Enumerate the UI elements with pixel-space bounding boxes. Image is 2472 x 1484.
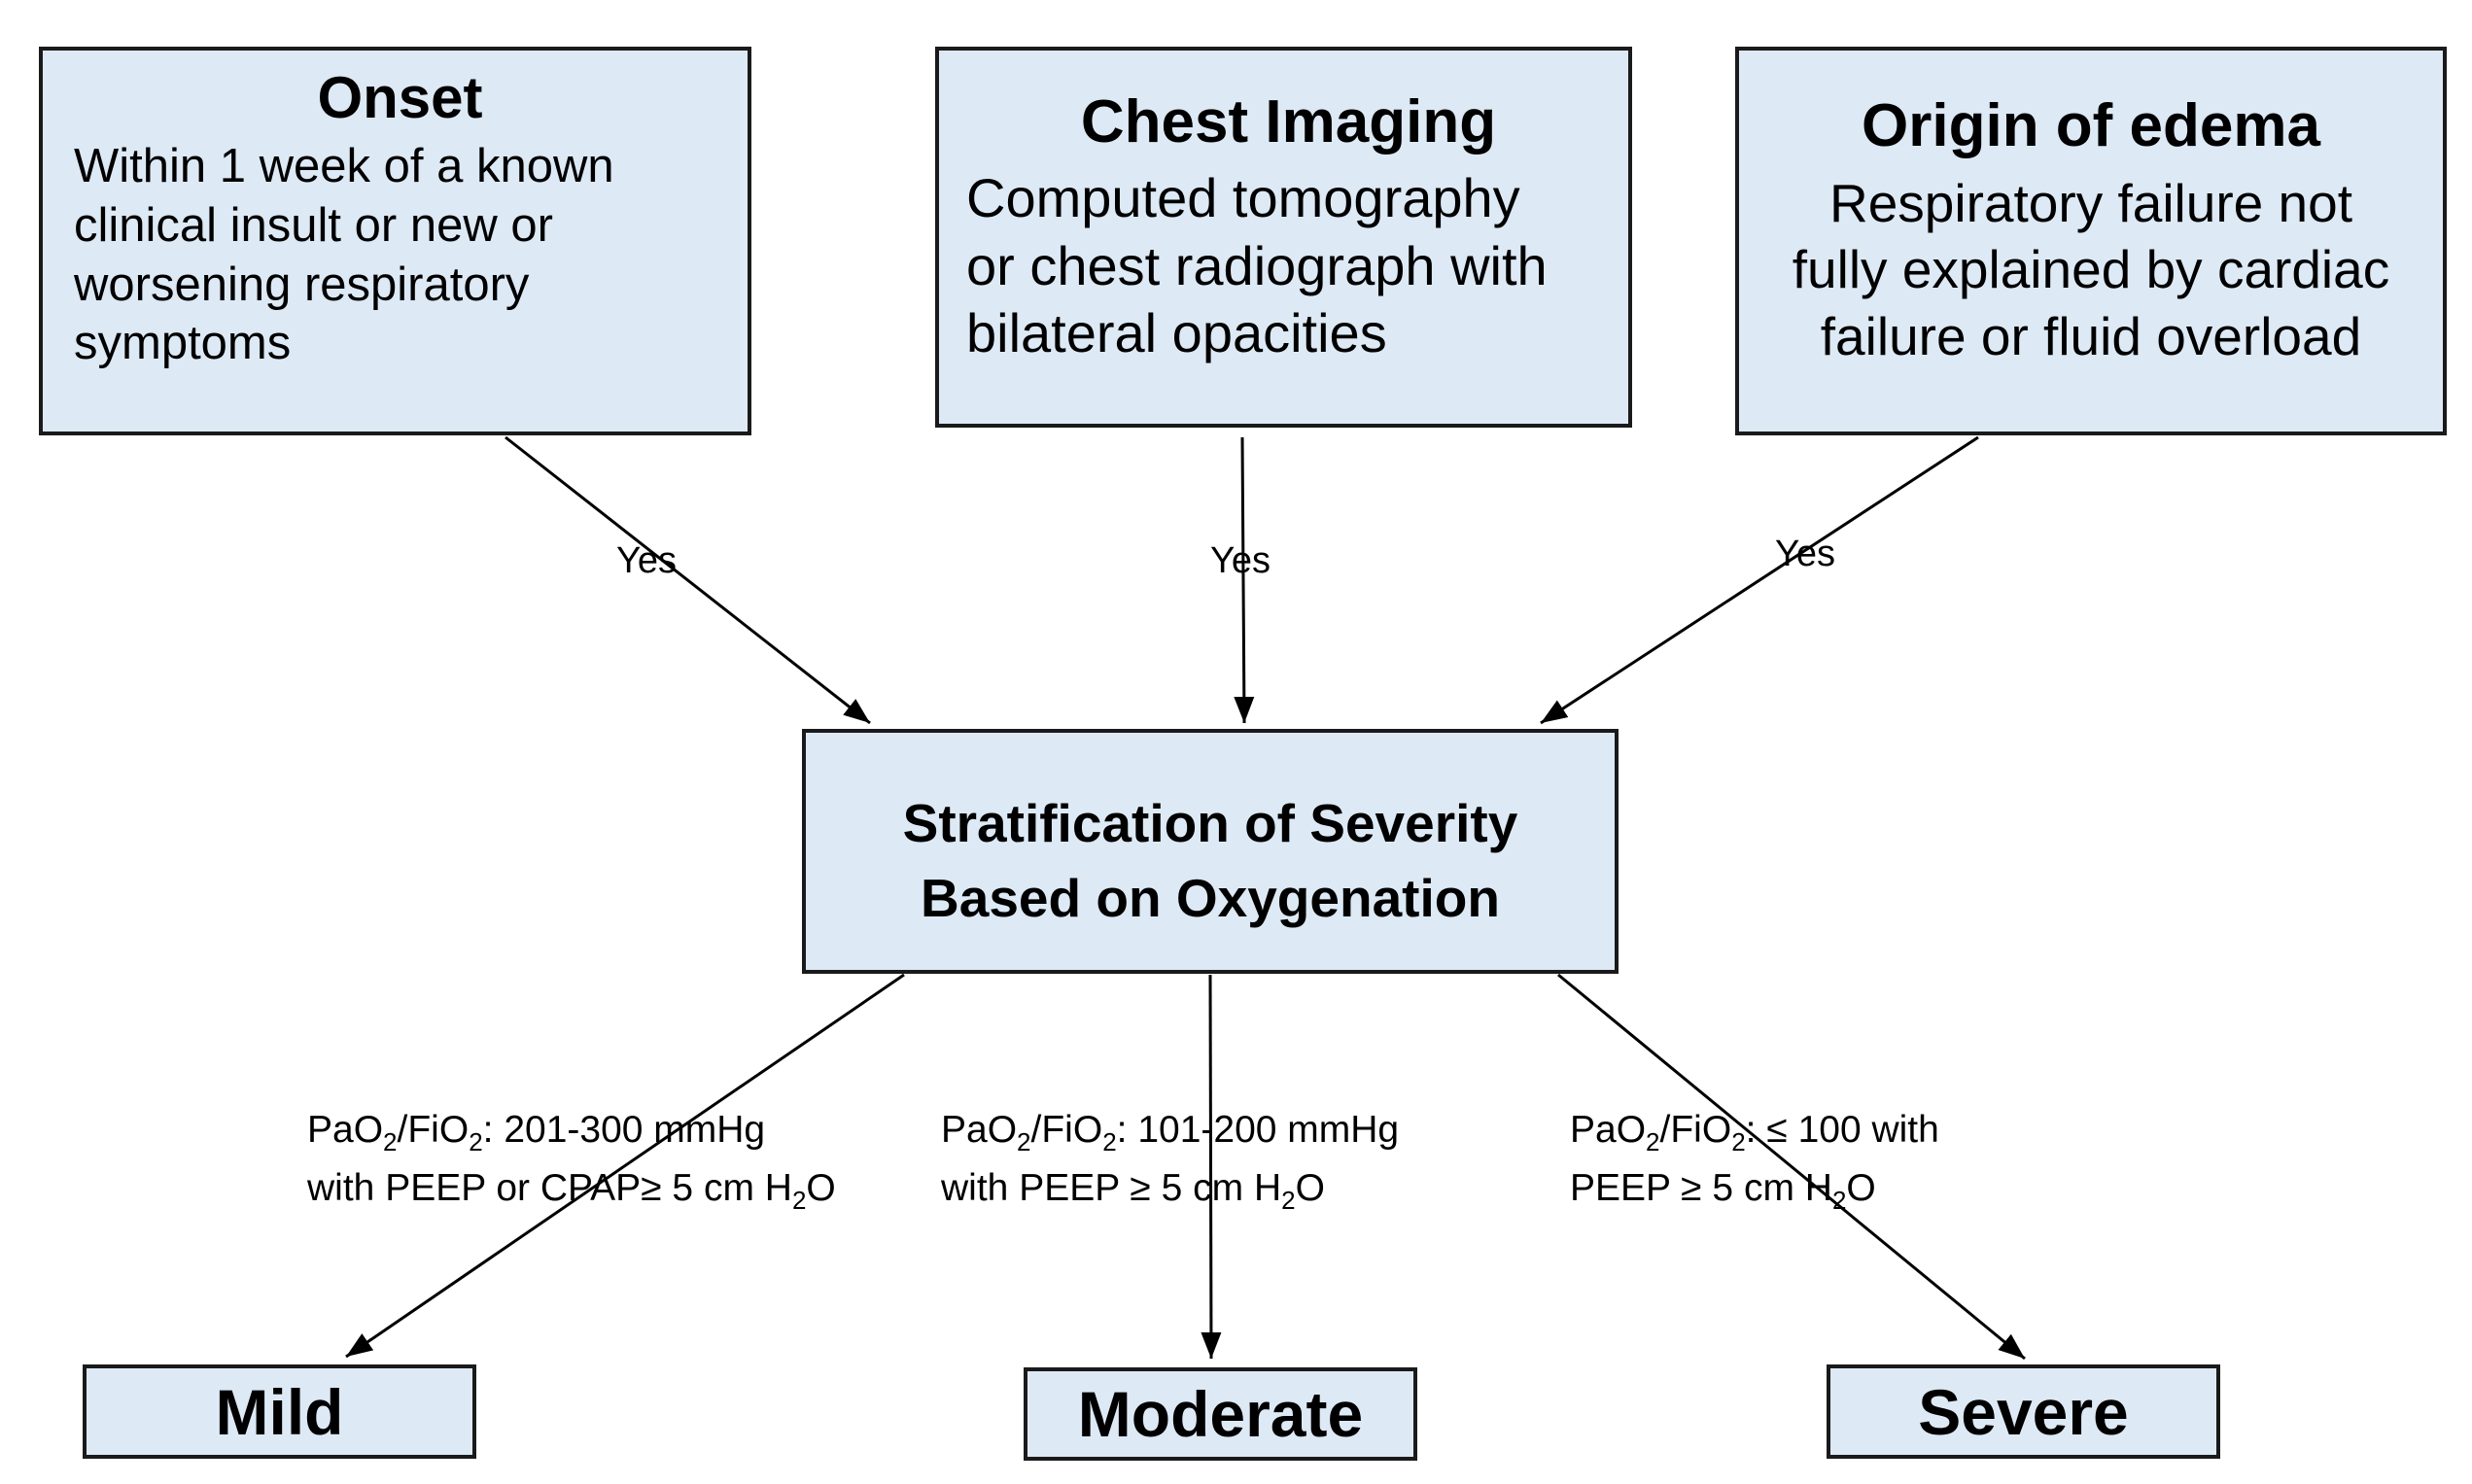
mild-ratio-suffix: : 201-300 mmHg [482, 1109, 766, 1151]
onset-line-1: Within 1 week of a known [74, 140, 614, 192]
severe-ratio-sub-1: 2 [1646, 1126, 1660, 1156]
moderate-peep-line: with PEEP ≥ 5 cm H2O [941, 1159, 1399, 1218]
severe-peep-line: PEEP ≥ 5 cm H2O [1570, 1159, 1939, 1218]
onset-line-2: clinical insult or new or [74, 198, 553, 252]
moderate-peep-sub: 2 [1281, 1185, 1296, 1215]
mild-ratio-mid: /FiO [397, 1109, 470, 1151]
edema-origin-line-1: Respiratory failure not [1828, 173, 2353, 234]
mild-peep-sub: 2 [791, 1185, 807, 1215]
severe-peep-prefix: PEEP ≥ 5 cm H [1570, 1167, 1832, 1209]
moderate-ratio-mid: /FiO [1030, 1109, 1103, 1151]
chest-imaging-box: Chest Imaging Computed tomography or che… [935, 47, 1632, 428]
stratification-line-1: Stratification of Severity [902, 793, 1518, 853]
mild-peep-suffix: O [806, 1167, 836, 1209]
severe-result-label: Severe [1918, 1375, 2129, 1448]
moderate-result-box: Moderate [1024, 1367, 1417, 1461]
stratification-line-2: Based on Oxygenation [921, 868, 1500, 928]
arrow-stratification-to-severe [1557, 973, 2026, 1361]
severe-ratio-mid: /FiO [1659, 1109, 1732, 1151]
severe-ratio-suffix: : ≤ 100 with [1745, 1109, 1939, 1151]
chest-imaging-line-1: Computed tomography [966, 167, 1520, 229]
mild-ratio-sub-2: 2 [469, 1126, 483, 1156]
arrow-imaging-to-stratification [1234, 436, 1255, 724]
edema-origin-box: Origin of edema Respiratory failure not … [1735, 47, 2447, 435]
moderate-ratio-sub-2: 2 [1102, 1126, 1117, 1156]
moderate-peep-prefix: with PEEP ≥ 5 cm H [941, 1167, 1282, 1209]
severe-ratio-prefix: PaO [1570, 1109, 1647, 1151]
yes-label-edema: Yes [1775, 534, 1835, 574]
arrow-onset-to-stratification [505, 435, 871, 725]
mild-ratio-line: PaO2/FiO2: 201-300 mmHg [307, 1101, 836, 1159]
mild-result-label: Mild [215, 1375, 344, 1448]
arrow-edema-to-stratification [1540, 435, 1979, 725]
edema-origin-title: Origin of edema [1862, 92, 2320, 159]
arrow-stratification-to-moderate [1201, 974, 1222, 1360]
edema-origin-line-3: failure or fluid overload [1820, 305, 2362, 366]
severe-ratio-sub-2: 2 [1731, 1126, 1746, 1156]
chest-imaging-line-2: or chest radiograph with [966, 234, 1548, 296]
severe-peep-suffix: O [1846, 1167, 1876, 1209]
moderate-ratio-sub-1: 2 [1017, 1126, 1031, 1156]
moderate-peep-suffix: O [1295, 1167, 1325, 1209]
mild-result-box: Mild [83, 1364, 476, 1459]
mild-ratio-sub-1: 2 [383, 1126, 398, 1156]
onset-line-3: worsening respiratory [74, 258, 530, 311]
onset-title: Onset [317, 65, 483, 130]
yes-label-onset: Yes [616, 540, 677, 581]
severe-criteria: PaO2/FiO2: ≤ 100 with PEEP ≥ 5 cm H2O [1570, 1101, 1939, 1218]
moderate-result-label: Moderate [1077, 1378, 1364, 1450]
mild-ratio-prefix: PaO [307, 1109, 384, 1151]
moderate-ratio-prefix: PaO [941, 1109, 1018, 1151]
severe-result-box: Severe [1827, 1364, 2220, 1459]
arrow-stratification-to-mild [345, 973, 905, 1359]
moderate-ratio-suffix: : 101-200 mmHg [1116, 1109, 1400, 1151]
edema-origin-line-2: fully explained by cardiac [1792, 239, 2390, 300]
moderate-ratio-line: PaO2/FiO2: 101-200 mmHg [941, 1101, 1399, 1159]
severe-ratio-line: PaO2/FiO2: ≤ 100 with [1570, 1101, 1939, 1159]
moderate-criteria: PaO2/FiO2: 101-200 mmHg with PEEP ≥ 5 cm… [941, 1101, 1399, 1218]
chest-imaging-line-3: bilateral opacities [966, 302, 1387, 364]
severe-peep-sub: 2 [1831, 1185, 1847, 1215]
mild-criteria: PaO2/FiO2: 201-300 mmHg with PEEP or CPA… [307, 1101, 836, 1218]
yes-label-imaging: Yes [1210, 540, 1271, 581]
mild-peep-line: with PEEP or CPAP≥ 5 cm H2O [307, 1159, 836, 1218]
chest-imaging-title: Chest Imaging [1080, 88, 1497, 155]
mild-peep-prefix: with PEEP or CPAP≥ 5 cm H [307, 1167, 792, 1209]
onset-box: Onset Within 1 week of a known clinical … [39, 47, 751, 435]
onset-line-4: symptoms [74, 317, 292, 370]
stratification-box: Stratification of Severity Based on Oxyg… [802, 729, 1619, 974]
